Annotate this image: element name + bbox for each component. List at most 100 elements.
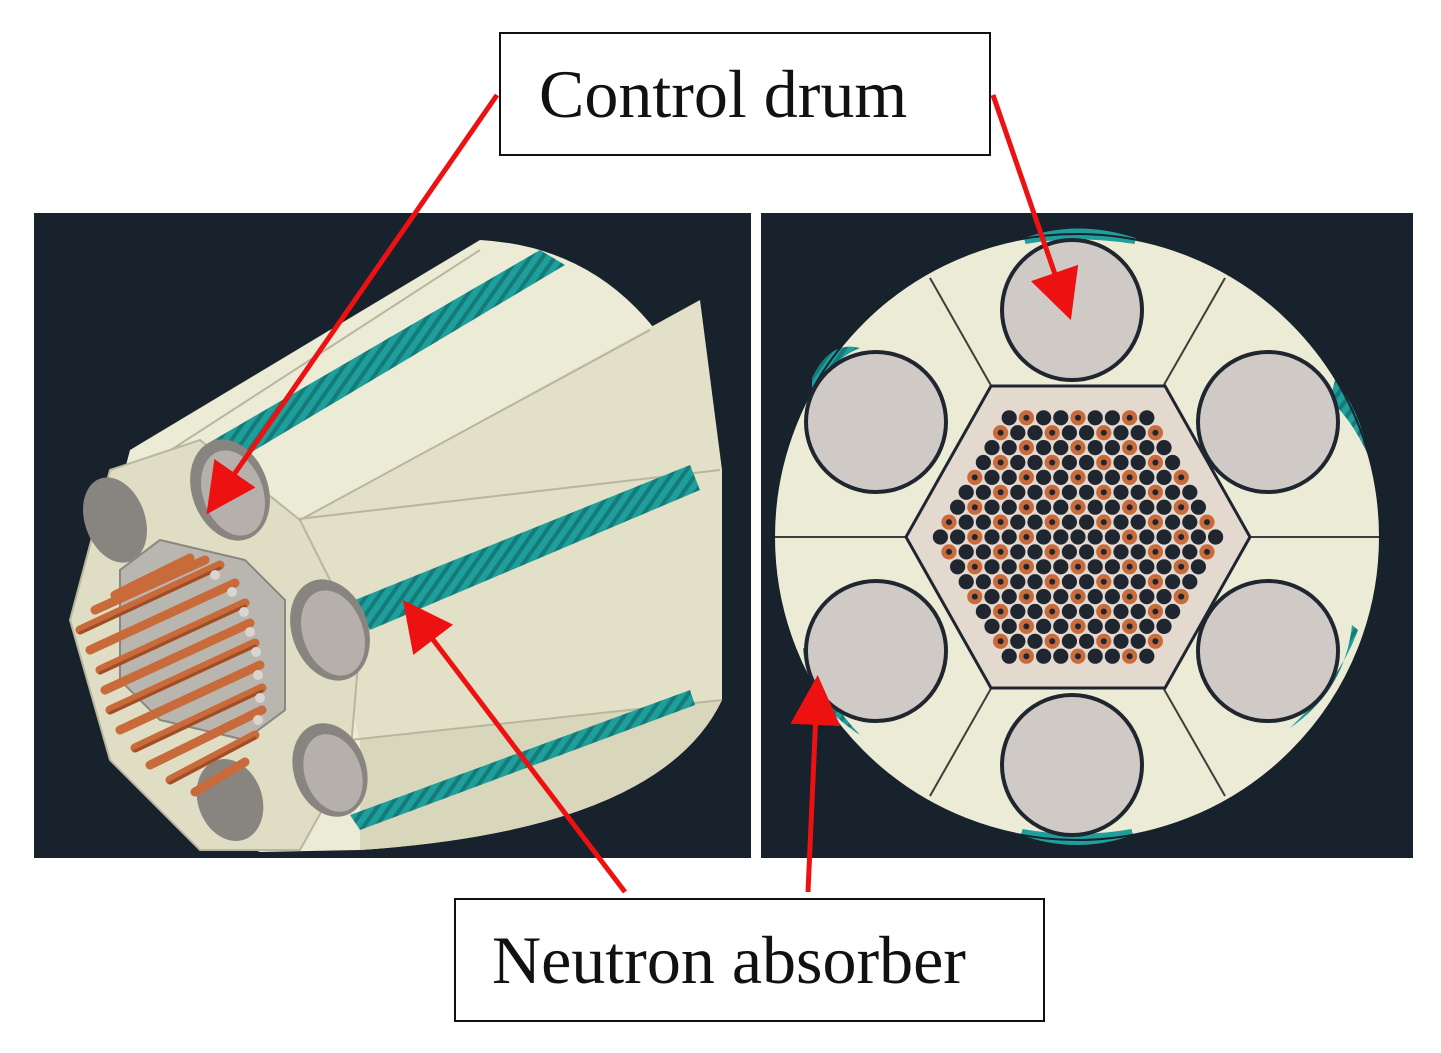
fuel-rod-center	[1023, 444, 1030, 451]
heat-pipe-rod	[1061, 514, 1077, 530]
heat-pipe-rod	[1190, 529, 1206, 545]
heat-pipe-rod	[984, 559, 1000, 575]
heat-pipe-rod	[1182, 574, 1198, 590]
heat-pipe-rod	[1087, 469, 1103, 485]
fuel-rod-center	[971, 563, 978, 570]
heat-pipe-rod	[1036, 440, 1052, 456]
heat-pipe-rod	[1139, 618, 1155, 635]
heat-pipe-rod	[1001, 589, 1017, 605]
heat-pipe-rod	[1113, 633, 1129, 649]
fuel-rod-center	[1049, 429, 1056, 436]
heat-pipe-rod	[1087, 559, 1103, 575]
heat-pipe-rod	[1027, 454, 1043, 471]
heat-pipe-rod	[958, 484, 974, 500]
fuel-rod-center	[1152, 429, 1159, 436]
fuel-rod-center	[1023, 474, 1030, 481]
fuel-rod-center	[1023, 593, 1030, 600]
fuel-rod-center	[1100, 638, 1107, 645]
heat-pipe-rod	[984, 589, 1000, 605]
heat-pipe-rod	[1070, 529, 1086, 545]
heat-pipe-rod	[1001, 559, 1017, 575]
heat-pipe-rod	[1010, 574, 1026, 590]
heat-pipe-rod	[975, 514, 992, 530]
heat-pipe-rod	[1053, 529, 1069, 545]
fuel-rod-center	[1075, 414, 1081, 421]
heat-pipe-rod	[1087, 499, 1103, 515]
heat-pipe-rod	[1182, 514, 1198, 530]
heat-pipe-rod	[950, 499, 966, 515]
fuel-rod-center	[997, 548, 1004, 555]
fuel-rod-center	[1126, 504, 1133, 511]
fuel-rod-center	[1204, 519, 1210, 526]
heat-pipe-rod	[1113, 484, 1129, 500]
heat-pipe-rod	[1156, 529, 1172, 545]
heat-pipe-rod	[1182, 544, 1198, 560]
heat-pipe-rod	[1036, 559, 1052, 575]
fuel-rod-center	[1126, 414, 1133, 421]
heat-pipe-rod	[1001, 529, 1017, 545]
fuel-rod-center	[1178, 593, 1185, 600]
fuel-rod-center	[997, 578, 1004, 585]
fuel-rod-center	[1178, 534, 1185, 540]
heat-pipe-rod	[1190, 499, 1206, 515]
fuel-rod-center	[971, 593, 978, 600]
fuel-rod-center	[1178, 474, 1185, 481]
heat-pipe-rod	[1156, 469, 1172, 485]
heat-pipe-rod	[1036, 618, 1052, 635]
heat-pipe-rod	[1104, 440, 1120, 456]
heat-pipe-rod	[1165, 574, 1181, 590]
fuel-rod-center	[1075, 653, 1081, 660]
fuel-rod-center	[1075, 593, 1081, 600]
fuel-rod-center	[1023, 534, 1030, 540]
heat-pipe-rod	[1036, 648, 1052, 664]
heat-pipe-rod	[1079, 425, 1095, 441]
control-drum-top	[1000, 238, 1144, 382]
heat-pipe-rod	[1130, 425, 1146, 441]
red-arrow-icon	[790, 675, 841, 893]
heat-pipe-rod	[1104, 589, 1120, 605]
heat-pipe-rod	[1139, 469, 1155, 485]
heat-pipe-rod	[1087, 618, 1103, 635]
fuel-rod-center	[997, 608, 1004, 615]
heat-pipe-rod	[1053, 410, 1069, 426]
heat-pipe-rod	[932, 529, 949, 545]
cross-section-panel	[761, 213, 1413, 858]
fuel-rod-center	[1152, 638, 1159, 645]
fuel-rod-center	[1152, 578, 1159, 585]
heat-pipe-rod	[1156, 589, 1172, 605]
heat-pipe-rod	[1010, 544, 1026, 560]
fuel-rod-center	[1023, 504, 1030, 511]
heat-pipe-rod	[984, 618, 1000, 635]
heat-pipe-rod	[1130, 633, 1146, 649]
heat-pipe-rod	[1113, 544, 1129, 560]
heat-pipe-rod	[984, 469, 1000, 485]
heat-pipe-rod	[1001, 440, 1017, 456]
heat-pipe-rod	[1079, 454, 1095, 471]
heat-pipe-rod	[1001, 618, 1017, 635]
neutron-absorber-label: Neutron absorber	[454, 898, 1045, 1022]
heat-pipe-rod	[1053, 618, 1069, 635]
heat-pipe-rod	[1139, 440, 1155, 456]
fuel-rod-center	[1049, 519, 1056, 526]
heat-pipe-rod	[1087, 529, 1103, 545]
control-drum-lower-right	[1196, 579, 1340, 723]
red-arrow-icon	[206, 93, 500, 515]
red-arrow-icon	[402, 600, 627, 894]
fuel-rod-center	[1075, 623, 1081, 630]
fuel-rod-center	[1049, 638, 1056, 645]
heat-pipe-rod	[1104, 648, 1120, 664]
heat-pipe-rod	[1027, 484, 1043, 500]
heat-pipe-rod	[1061, 574, 1077, 590]
heat-pipe-rod	[1027, 574, 1043, 590]
fuel-rod-center	[1075, 444, 1081, 451]
heat-pipe-rod	[1053, 559, 1069, 575]
heat-pipe-rod	[950, 559, 966, 575]
heat-pipe-rod	[1036, 410, 1052, 426]
fuel-rod-center	[1126, 444, 1133, 451]
annotation-arrows	[206, 93, 1079, 894]
heat-pipe-rod	[1130, 544, 1146, 560]
heat-pipe-rod	[984, 440, 1000, 456]
fuel-rod-center	[1100, 489, 1107, 496]
heat-pipe-rod	[1010, 484, 1026, 500]
fuel-rod-center	[1204, 548, 1210, 555]
